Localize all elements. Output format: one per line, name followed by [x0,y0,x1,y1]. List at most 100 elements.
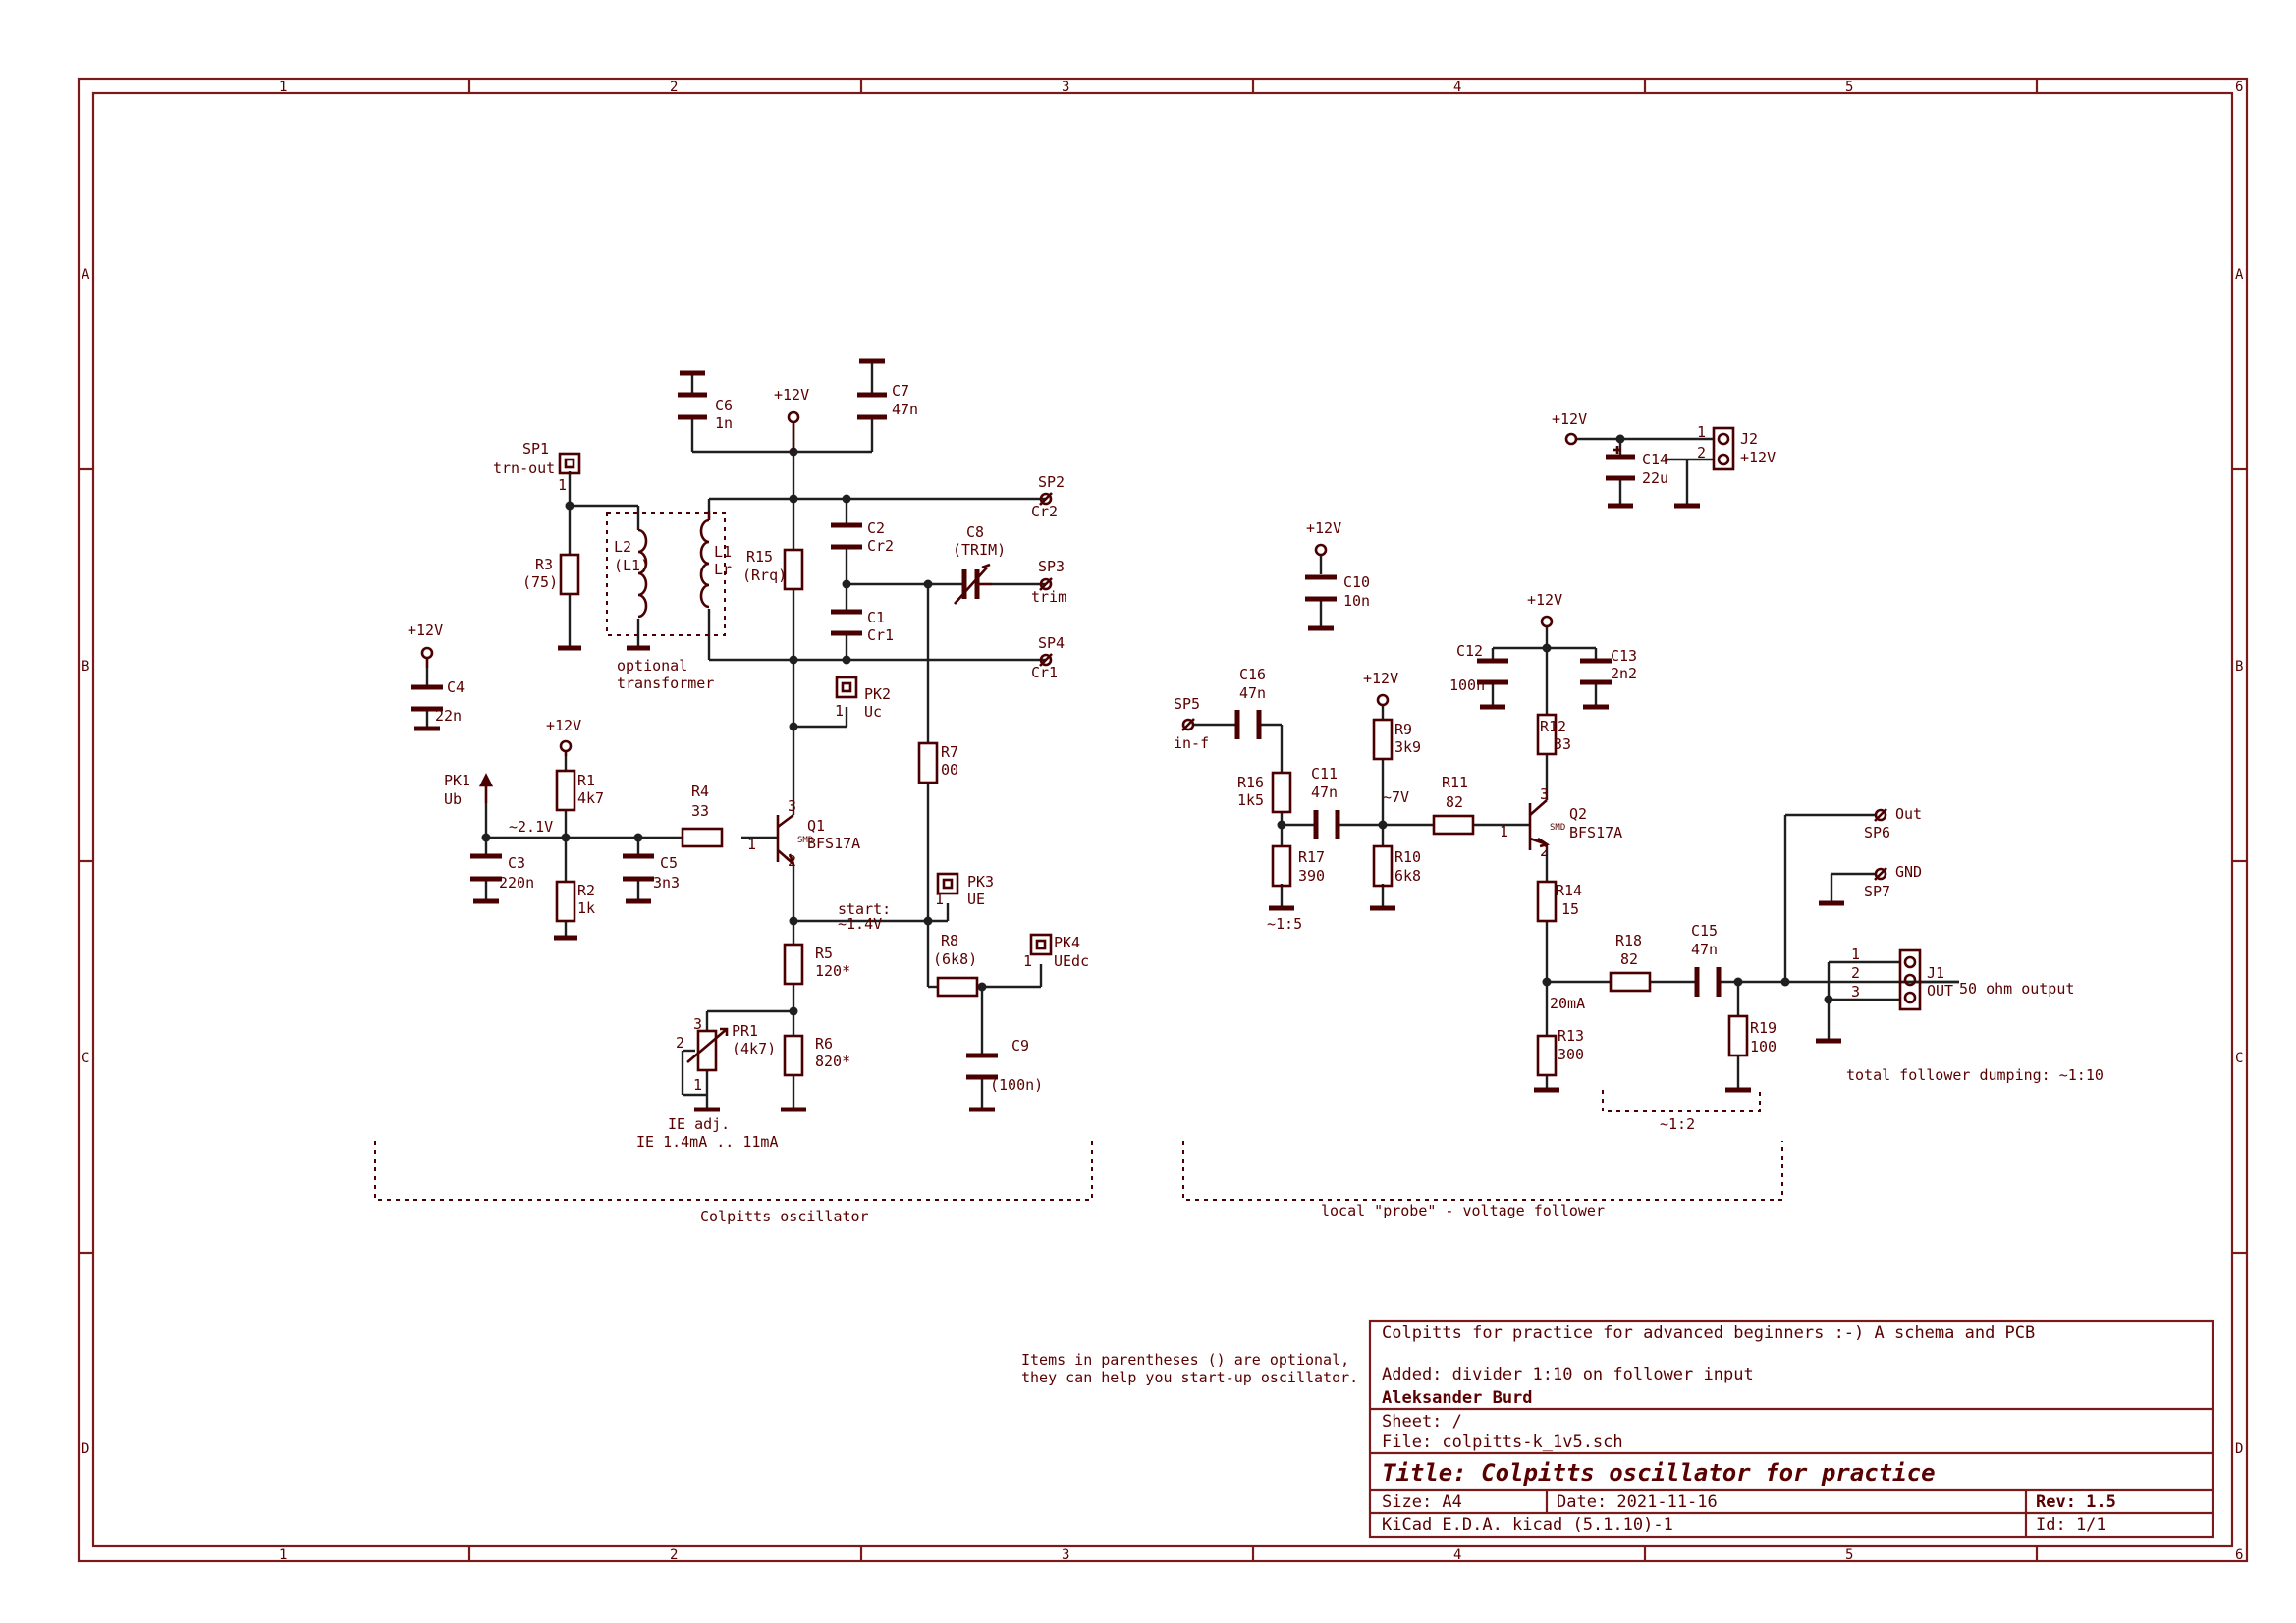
r4-value: 33 [691,802,709,820]
c8-value: (TRIM) [953,541,1006,559]
pk4-value: UEdc [1054,952,1089,970]
l2-ref: L2 [614,538,631,556]
ie-adj: IE adj. [668,1115,730,1133]
tb-comment2: Added: divider 1:10 on follower input [1382,1365,1754,1384]
col-label: 3 [1062,80,1069,95]
c10-value: 10n [1343,592,1370,610]
r13-value: 300 [1558,1046,1584,1063]
connector-j2 [1712,426,1735,471]
pr1-ref: PR1 [732,1022,758,1040]
sp4-value: Cr1 [1031,664,1058,681]
c3-value: 220n [499,874,534,892]
power-symbols [420,410,1578,756]
vcc-label: +12V [1363,670,1398,687]
c2-value: Cr2 [867,537,894,555]
div-1-2: ~1:2 [1660,1115,1695,1133]
r3-ref: R3 [535,556,553,573]
c5-value: 3n3 [653,874,680,892]
connector-j1 [1898,948,1922,1011]
q1-ref: Q1 [807,817,825,835]
pin-label: 3 [788,797,796,815]
r3-value: (75) [522,573,558,591]
q2-base-voltage: ~7V [1383,788,1409,806]
c16-value: 47n [1239,684,1266,702]
tb-size: Size: A4 [1382,1492,1462,1512]
c16-ref: C16 [1239,666,1266,683]
pin-label: 2 [1540,842,1549,860]
c13-value: 2n2 [1611,665,1637,682]
pin-label: 2 [676,1034,684,1052]
pk1-ref: PK1 [444,772,470,789]
r9-value: 3k9 [1394,738,1421,756]
sp5-value: in-f [1174,734,1209,752]
resistor-bodies [555,548,1749,1077]
tb-title: Title: Colpitts oscillator for practice [1382,1459,1936,1487]
pk4-ref: PK4 [1054,934,1080,951]
r11-value: 82 [1446,793,1463,811]
ue-start: start: [838,900,891,918]
ground-symbols [414,358,1844,1112]
c14-ref: C14 [1642,451,1668,468]
col-label: 4 [1453,1547,1461,1563]
col-label: 2 [670,1547,678,1563]
q2-ref: Q2 [1569,805,1587,823]
pin-label: 1 [693,1076,702,1094]
r10-ref: R10 [1394,848,1421,866]
c14-polarity [1613,446,1621,454]
tb-id: Id: 1/1 [2036,1515,2106,1535]
r7-value: 00 [941,761,958,779]
pk2-value: Uc [864,703,882,721]
r2-value: 1k [577,899,595,917]
sp3-ref: SP3 [1038,558,1065,575]
div-1-5: ~1:5 [1267,915,1302,933]
r18-ref: R18 [1615,932,1642,949]
c14-value: 22u [1642,469,1668,487]
vcc-label: +12V [774,386,809,404]
sp2-ref: SP2 [1038,473,1065,491]
colpitts-block-label: Colpitts oscillator [700,1208,869,1225]
tb-author: Aleksander Burd [1382,1388,1533,1408]
pk3-value: UE [967,891,985,908]
r8-ref: R8 [941,932,958,949]
vcc-label: +12V [1527,591,1562,609]
pin-label: 1 [935,891,944,908]
c2-ref: C2 [867,519,885,537]
sp7-ref: SP7 [1864,883,1890,900]
r13-ref: R13 [1558,1027,1584,1045]
vcc-label: +12V [1552,410,1587,428]
col-label: 1 [279,1547,287,1563]
trimmer-arrow [954,563,992,605]
sp3-value: trim [1031,588,1066,606]
inductor-l2 [637,528,648,619]
q2-transistor [1528,799,1551,850]
c6-value: 1n [715,414,733,432]
pr1-wiper [686,1027,729,1063]
r2-ref: R2 [577,882,595,899]
col-label: 5 [1845,80,1853,95]
transformer-box [606,512,726,636]
r8-value: (6k8) [933,950,977,968]
pin-label: 3 [693,1015,702,1033]
vcc-label: +12V [546,717,581,734]
title-block: Colpitts for practice for advanced begin… [1368,1319,2214,1539]
optional-note-2: they can help you start-up oscillator. [1021,1369,1358,1386]
test-point-squares [558,452,1053,956]
oscillator-wires [425,361,1046,1109]
c12-ref: C12 [1456,642,1483,660]
sheet-frame: 1 2 3 4 5 6 1 2 3 4 5 6 A B C D A B C D [77,77,2249,1563]
c12-value: 100n [1449,676,1485,694]
row-label: A [82,267,90,283]
col-label: 5 [1845,1547,1853,1563]
pin-label: 1 [1697,423,1706,441]
optional-note-1: Items in parentheses () are optional, [1021,1351,1349,1369]
smd-mark: SMD [1550,823,1565,833]
r18-value: 82 [1620,950,1638,968]
follower-current: 20mA [1550,995,1585,1012]
c5-ref: C5 [660,854,678,872]
q1-value: BFS17A [807,835,860,852]
r6-value: 820* [815,1053,850,1070]
col-label: 2 [670,80,678,95]
pin-label: 2 [788,852,796,870]
c9-value: (100n) [990,1076,1043,1094]
row-label: C [82,1051,89,1066]
